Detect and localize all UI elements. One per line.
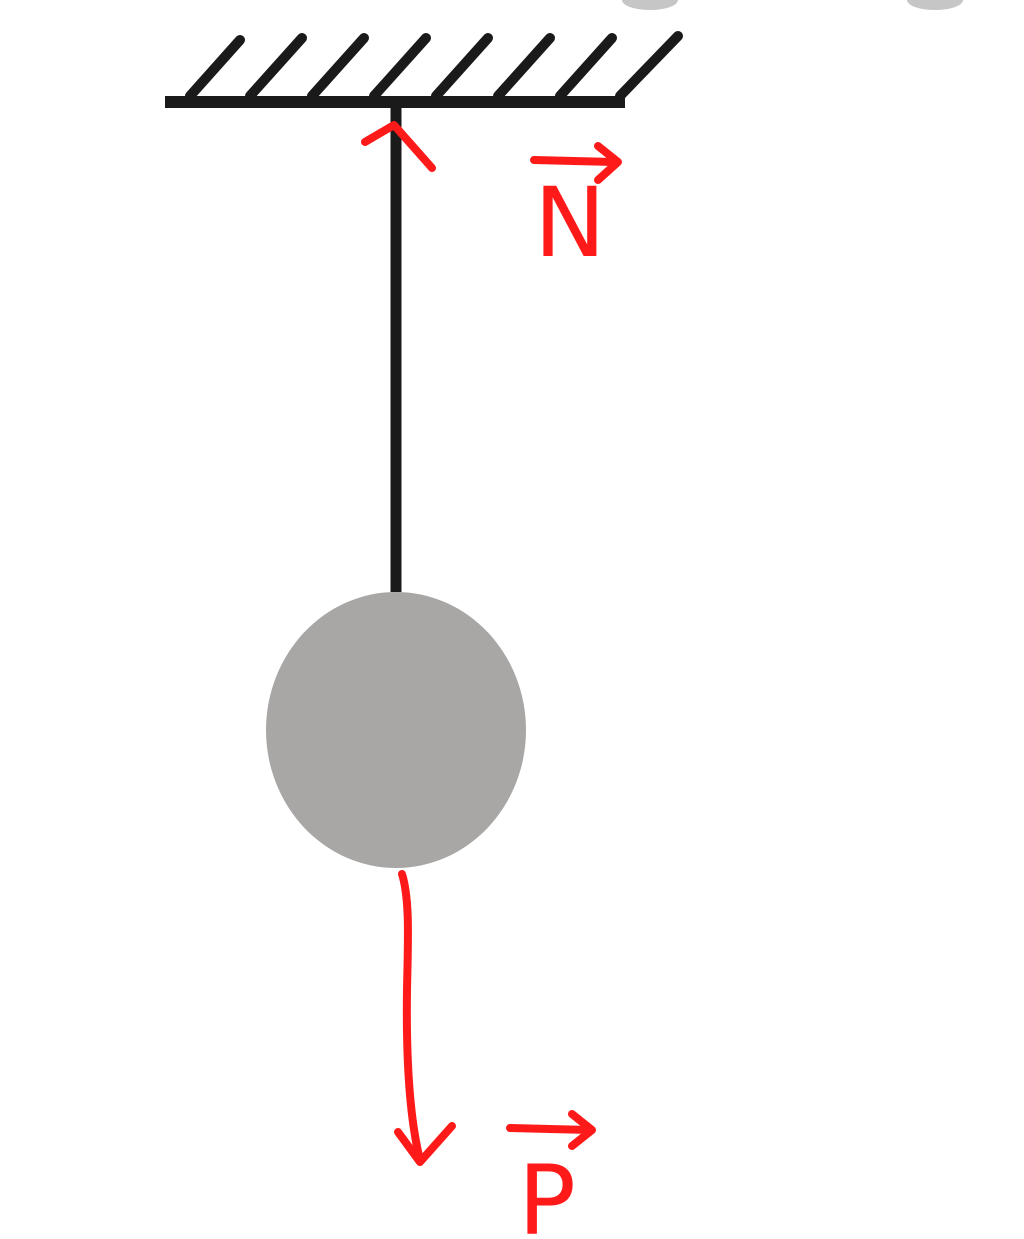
force-p	[394, 870, 596, 1166]
force-p-label: P	[518, 1145, 576, 1239]
force-p-arrowhead	[394, 1122, 456, 1166]
force-p-shaft	[398, 870, 424, 1164]
force-n-arrowhead	[361, 121, 436, 172]
top-edge-artifacts	[622, 0, 963, 10]
ball	[266, 592, 526, 868]
force-n-label: N	[534, 167, 606, 279]
force-n	[361, 121, 622, 184]
force-p-vector-arrow	[506, 1110, 596, 1150]
ceiling-hatching	[185, 31, 683, 101]
ceiling-support	[165, 31, 683, 108]
force-n-vector-arrow	[530, 142, 622, 184]
